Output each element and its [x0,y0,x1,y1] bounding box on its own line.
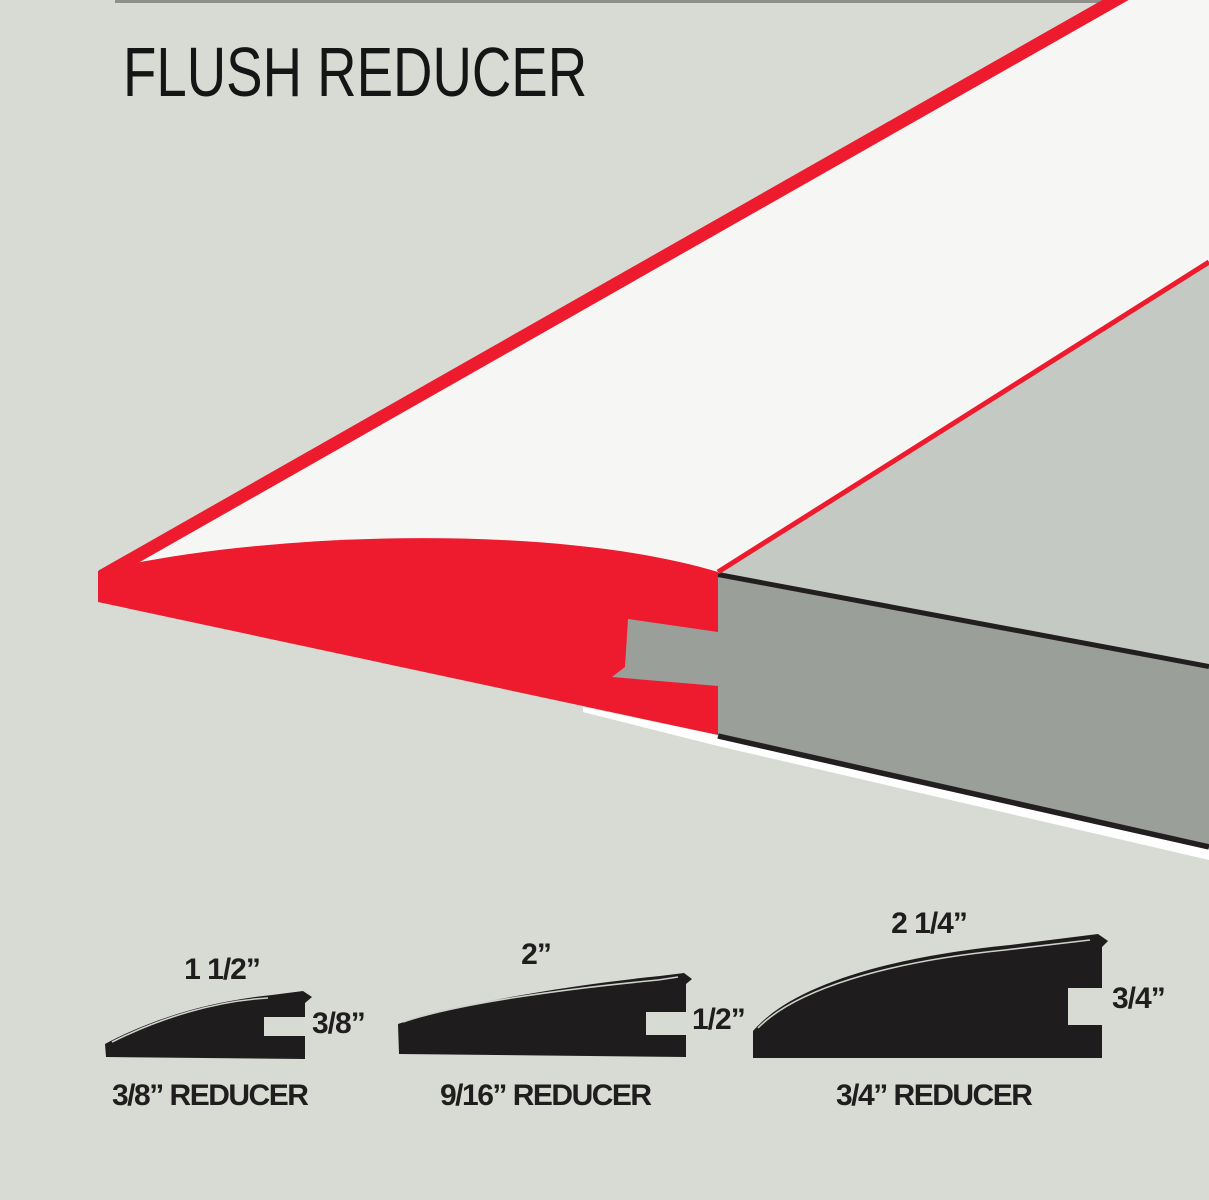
profile-9-16-highlight [402,976,679,1023]
plank-bottom-edge-line [717,733,1209,850]
page-title: FLUSH REDUCER [123,33,588,111]
profile-3-8-highlight [111,997,269,1043]
reducer-seam-line [716,259,1209,575]
top-hairline [115,0,1209,3]
profile-9-16-thickness-label: 1/2” [692,1003,746,1036]
profile-3-4-caption: 3/4” REDUCER [836,1079,1033,1112]
profile-9-16-caption: 9/16” REDUCER [440,1079,652,1112]
plank-top-face [718,262,1209,667]
profile-3-8-caption: 3/8” REDUCER [112,1079,309,1112]
profile-3-8-width-label: 1 1/2” [184,953,261,986]
profile-9-16-shape [398,973,692,1057]
profile-3-4-shape [753,934,1108,1058]
reducer-ramp-face [98,538,718,735]
profile-3-4-thickness-label: 3/4” [1112,982,1166,1015]
profile-3-8-thickness-label: 3/8” [312,1007,366,1040]
floor-highlight [583,707,1209,860]
profile-3-4-highlight [757,939,1091,1029]
groove-notch [612,619,718,686]
profile-3-4-width-label: 2 1/4” [891,907,968,940]
plank-top-edge-line [717,572,1209,669]
reducer-edge-band [98,0,1129,582]
plank-side-face [718,574,1209,845]
profile-9-16-width-label: 2” [521,938,552,971]
reducer-top-face [107,0,1209,573]
profile-3-8-shape [105,991,312,1059]
